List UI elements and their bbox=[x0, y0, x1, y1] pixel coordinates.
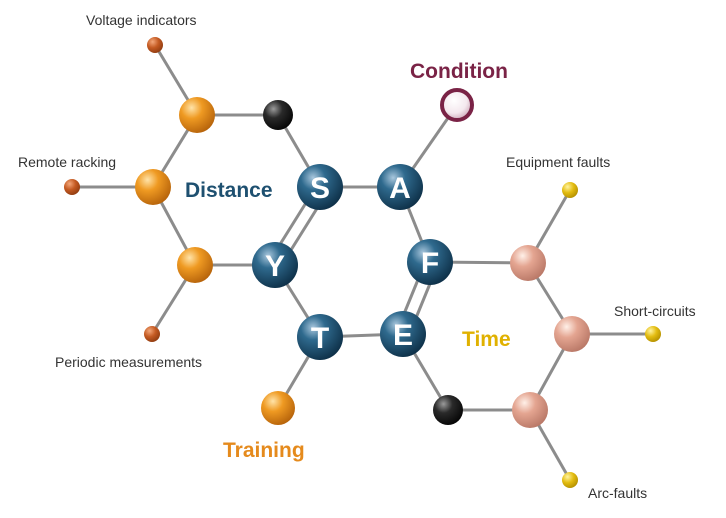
letter-s: S bbox=[310, 172, 330, 205]
letter-atom-s: S bbox=[297, 164, 343, 210]
letter-y: Y bbox=[265, 250, 285, 283]
arc-faults-atom bbox=[562, 472, 578, 488]
distance-atom bbox=[179, 97, 215, 133]
letter-f: F bbox=[421, 247, 439, 280]
remote-racking-atom bbox=[64, 179, 80, 195]
bonds bbox=[72, 44, 653, 481]
distance-atom bbox=[135, 169, 171, 205]
black-atom bbox=[433, 395, 463, 425]
letter-atom-e: E bbox=[380, 311, 426, 357]
voltage-indicators-label: Voltage indicators bbox=[86, 12, 197, 28]
training-label: Training bbox=[223, 439, 305, 462]
letter-e: E bbox=[393, 319, 413, 352]
time-label: Time bbox=[462, 328, 511, 351]
short-circuits-label: Short-circuits bbox=[614, 303, 696, 319]
letter-t: T bbox=[311, 322, 329, 355]
voltage-indicators-atom bbox=[147, 37, 163, 53]
remote-racking-label: Remote racking bbox=[18, 154, 116, 170]
letter-atom-y: Y bbox=[252, 242, 298, 288]
distance-label: Distance bbox=[185, 179, 273, 202]
letter-a: A bbox=[389, 172, 411, 205]
periodic-measurements-atom bbox=[144, 326, 160, 342]
time-atom bbox=[554, 316, 590, 352]
periodic-measurements-label: Periodic measurements bbox=[55, 354, 202, 370]
condition-label: Condition bbox=[410, 60, 508, 83]
condition-atom bbox=[440, 88, 474, 122]
short-circuits-atom bbox=[645, 326, 661, 342]
equipment-faults-atom bbox=[562, 182, 578, 198]
letter-atom-a: A bbox=[377, 164, 423, 210]
distance-atom bbox=[177, 247, 213, 283]
black-atom bbox=[263, 100, 293, 130]
letter-atom-t: T bbox=[297, 314, 343, 360]
training-atom bbox=[261, 391, 295, 425]
equipment-faults-label: Equipment faults bbox=[506, 154, 610, 170]
time-atom bbox=[512, 392, 548, 428]
arc-faults-label: Arc-faults bbox=[588, 485, 647, 501]
time-atom bbox=[510, 245, 546, 281]
letter-atom-f: F bbox=[407, 239, 453, 285]
